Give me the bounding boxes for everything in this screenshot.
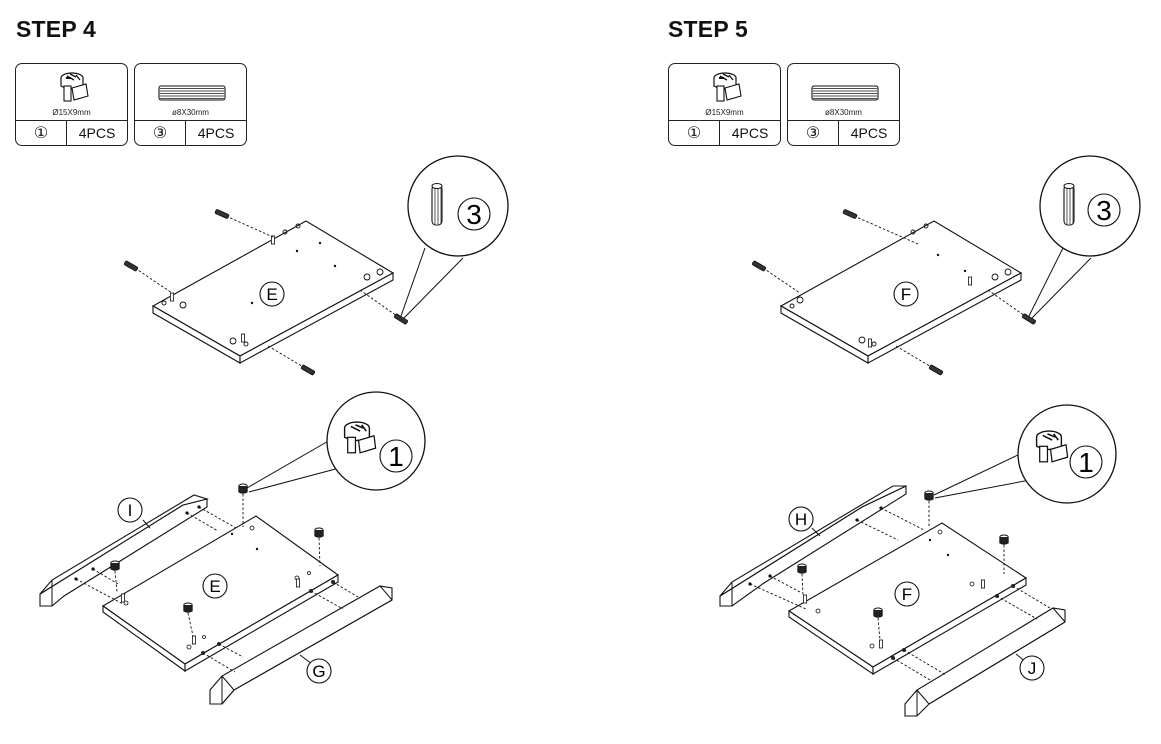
- part-spec: Ø15X9mm: [705, 108, 744, 117]
- step-5-part-cam-lock: Ø15X9mm ① 4PCS: [668, 63, 781, 146]
- step-4-rail-label-left: I: [128, 501, 133, 520]
- wooden-dowel-icon: [158, 85, 226, 101]
- step-5-dowel-callout-number: 3: [1096, 195, 1112, 226]
- part-quantity: 4PCS: [197, 125, 235, 141]
- step-5-part-dowel: ø8X30mm ③ 4PCS: [787, 63, 900, 146]
- part-quantity: 4PCS: [731, 125, 769, 141]
- cam-lock-fitting-icon: [713, 72, 742, 102]
- step-5-panel-label-top: F: [901, 285, 911, 304]
- step-4-top-assembly: [123, 155, 509, 376]
- step-5-rail-label-left: H: [795, 510, 807, 529]
- step-4-panel-label-bottom: E: [209, 577, 220, 596]
- step-5-rail-label-right: J: [1028, 659, 1037, 678]
- step-4-rail-label-right: G: [312, 662, 325, 681]
- step-5-top-assembly: [751, 155, 1141, 376]
- step-4-title: STEP 4: [16, 16, 97, 42]
- step-4-part-cam-lock: Ø15X9mm ① 4PCS: [15, 63, 128, 146]
- part-quantity: 4PCS: [78, 125, 116, 141]
- part-spec: ø8X30mm: [825, 108, 862, 117]
- part-quantity: 4PCS: [850, 125, 888, 141]
- part-number: ①: [669, 121, 720, 145]
- step-4-part-dowel: ø8X30mm ③ 4PCS: [134, 63, 247, 146]
- step-4-dowel-callout-number: 3: [466, 199, 482, 230]
- step-4-bottom-assembly: [39, 391, 426, 705]
- part-number: ③: [788, 121, 839, 145]
- part-spec: Ø15X9mm: [52, 108, 91, 117]
- step-4-panel-label-top: E: [266, 285, 277, 304]
- step-5-panel-label-bottom: F: [902, 585, 912, 604]
- wooden-dowel-icon: [811, 85, 879, 101]
- part-spec: ø8X30mm: [172, 108, 209, 117]
- cam-lock-fitting-icon: [60, 72, 89, 102]
- step-5-title: STEP 5: [668, 16, 749, 42]
- part-number: ③: [135, 121, 186, 145]
- step-5-bottom-assembly: [719, 404, 1117, 717]
- part-number: ①: [16, 121, 67, 145]
- step-5-cam-callout-number: 1: [1078, 447, 1094, 478]
- step-4-cam-callout-number: 1: [388, 441, 404, 472]
